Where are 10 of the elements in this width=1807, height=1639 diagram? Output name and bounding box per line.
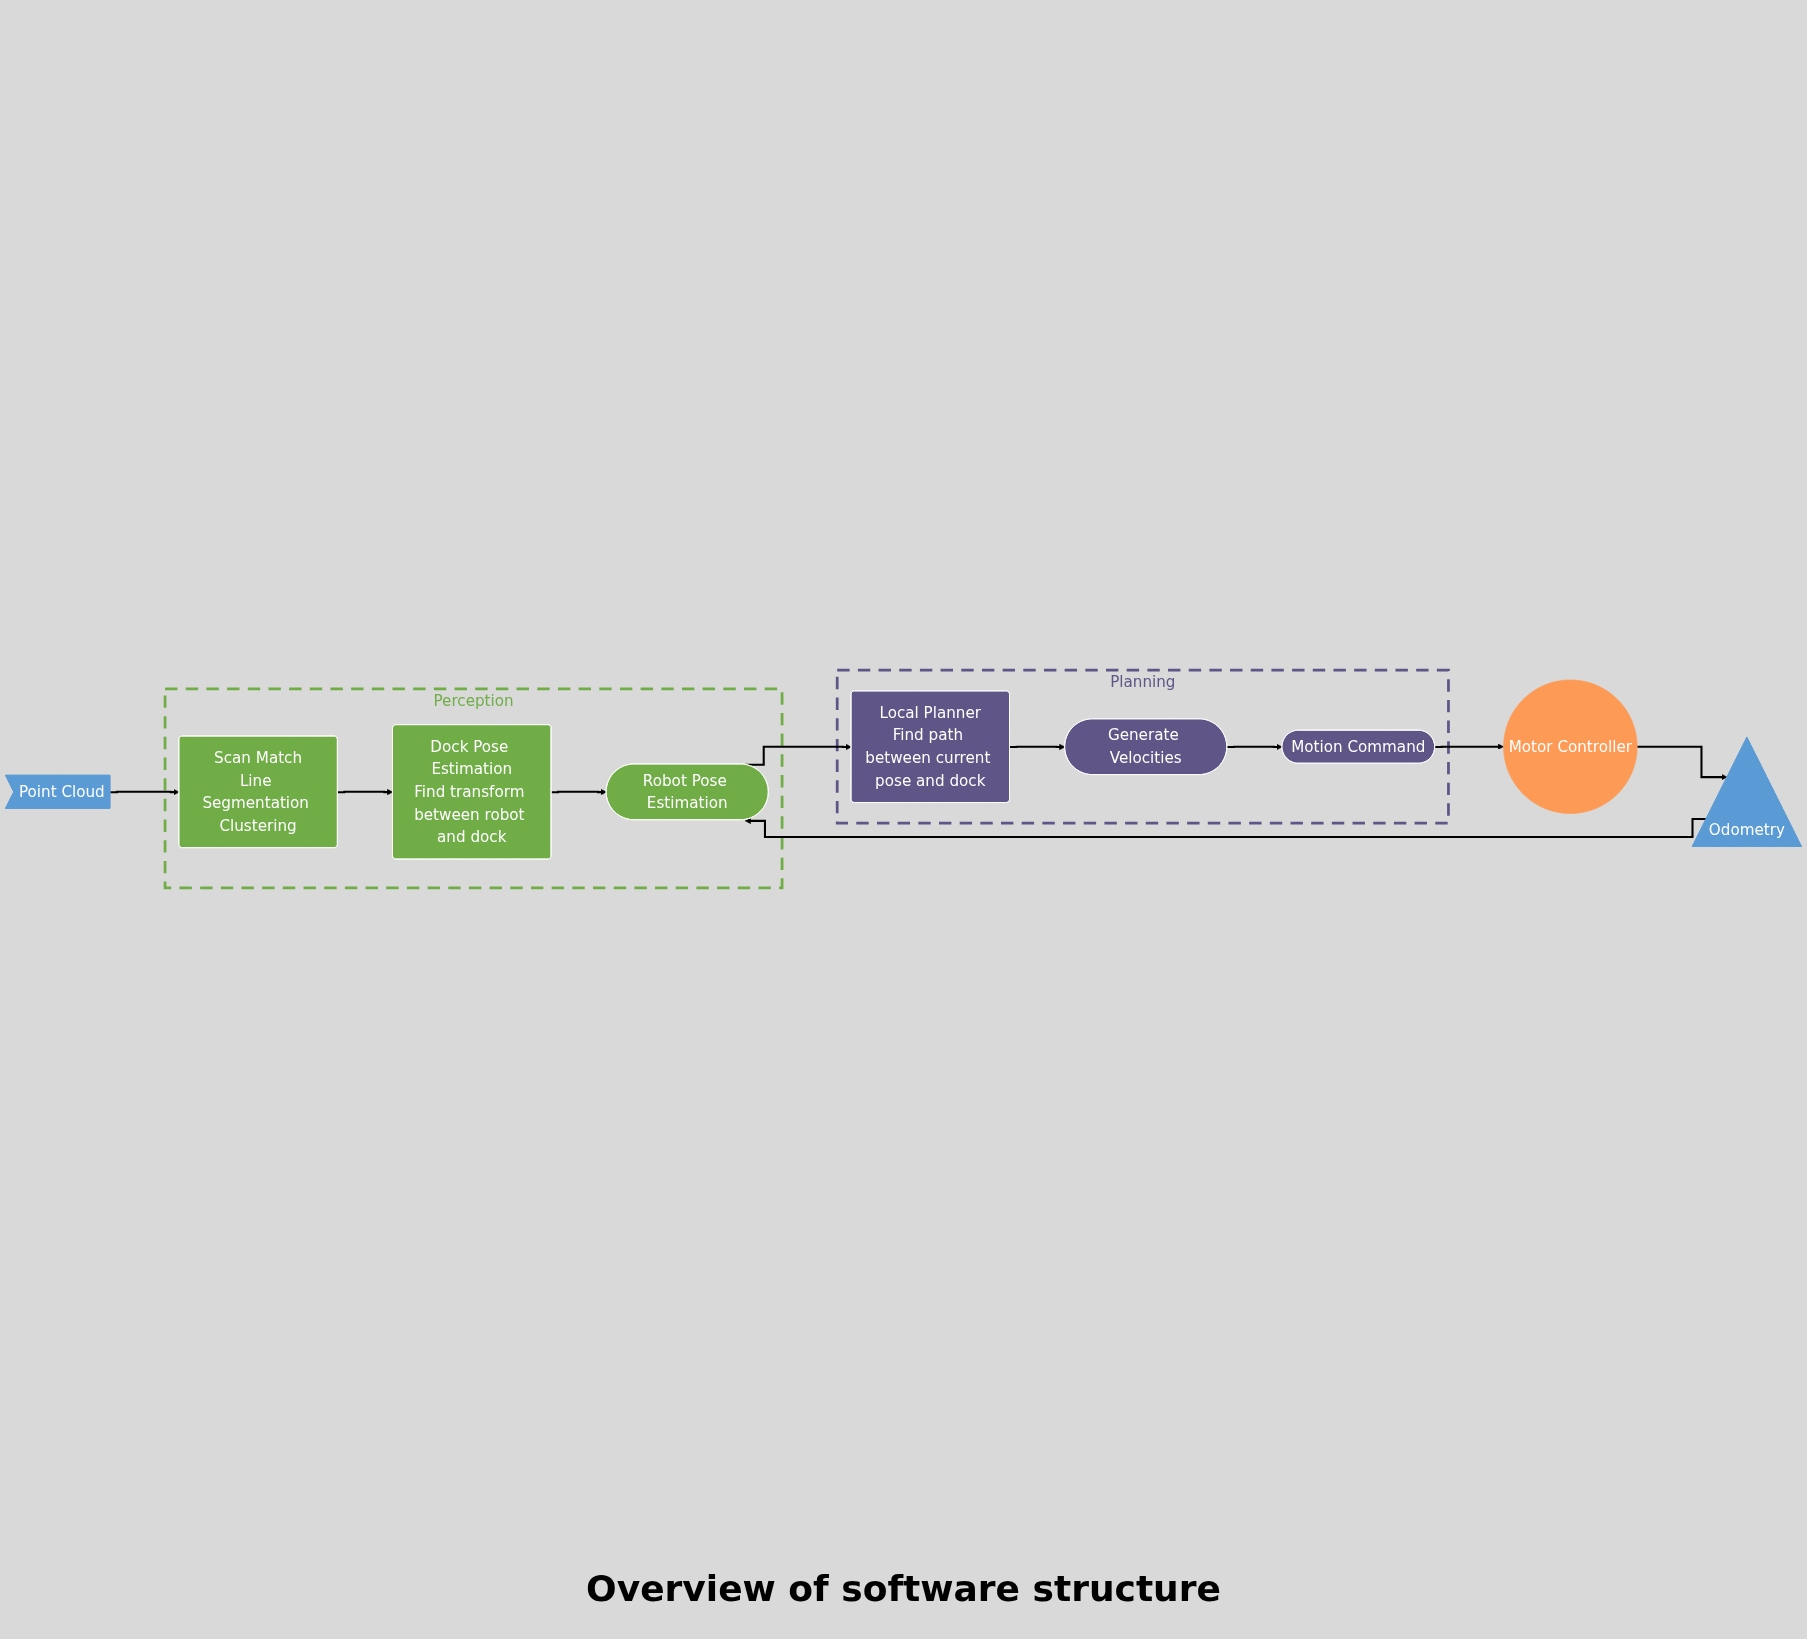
arrow [1637, 745, 1728, 781]
arrow [551, 789, 607, 796]
arrow [337, 789, 394, 796]
arrow [1227, 743, 1283, 750]
arrow [110, 789, 180, 796]
arrow [1009, 743, 1066, 750]
caption: Overview of software structure [586, 1567, 1221, 1611]
arrow [744, 817, 1707, 838]
node-circle: Motor Controller [1503, 679, 1638, 814]
arrow [1435, 743, 1504, 750]
